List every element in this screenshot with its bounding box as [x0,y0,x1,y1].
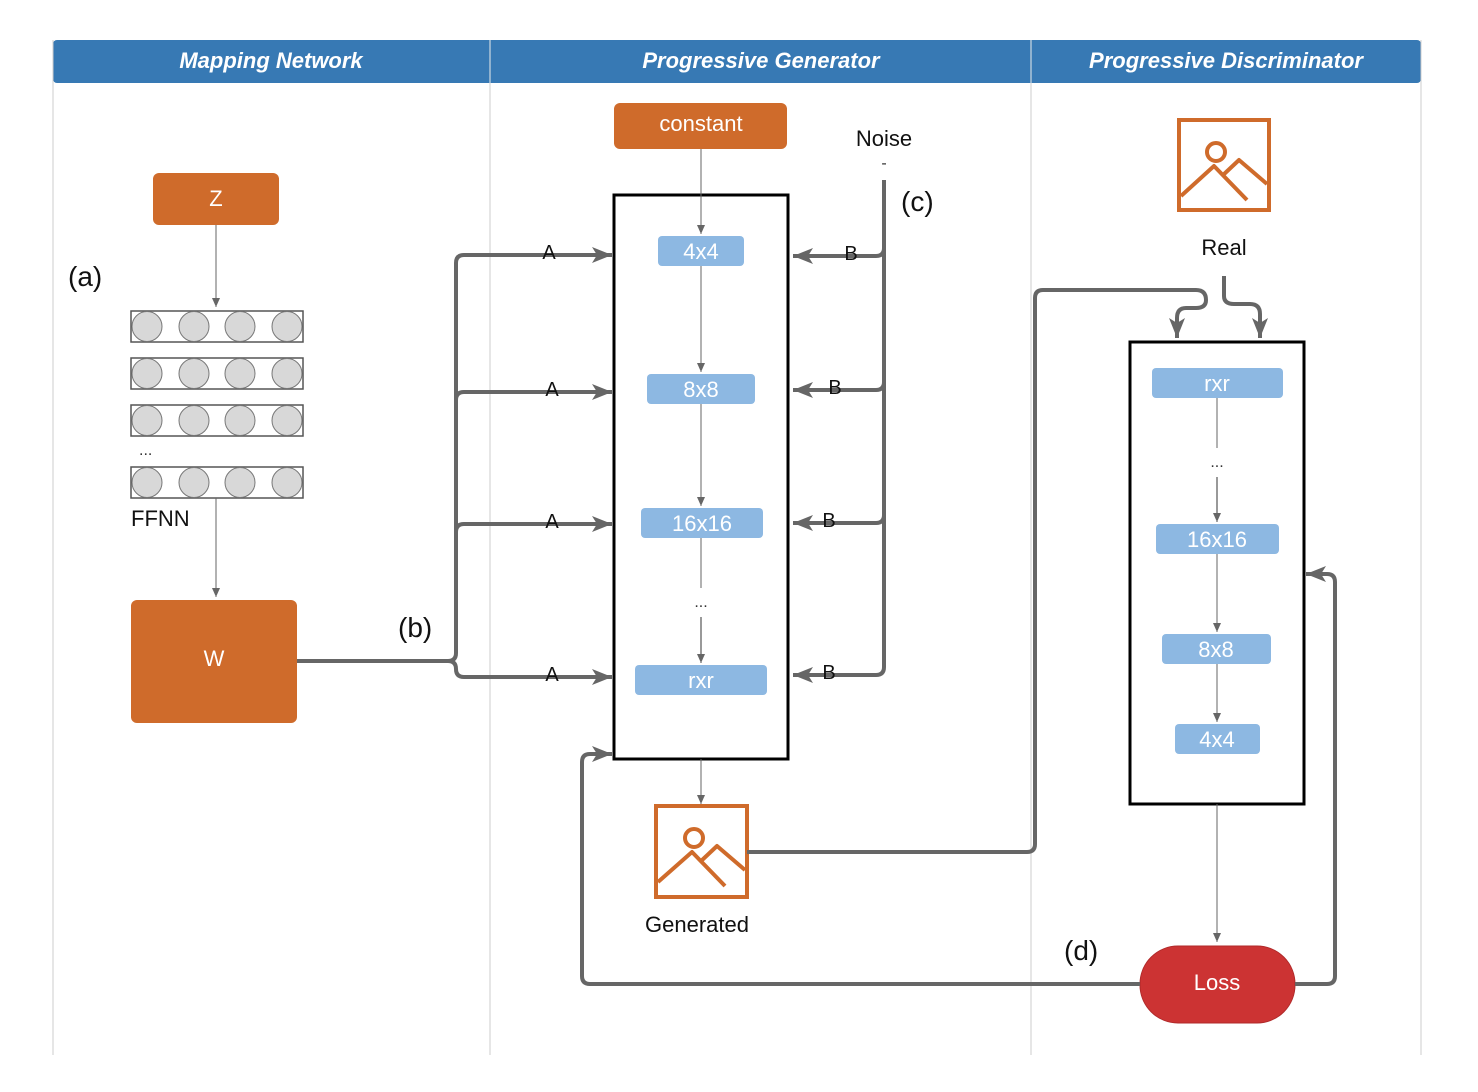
ffnn-ellipsis: ... [139,442,152,459]
ffnn-layer [130,466,304,499]
style-input-label: A [545,664,559,686]
style-connectors [297,247,612,685]
lane-title-mapping: Mapping Network [179,48,364,73]
gen-block-16x16 [641,508,763,538]
ffnn-layer [130,357,304,390]
style-input-label: A [542,242,556,264]
gen-ellipsis: ... [694,594,707,611]
loss-to-generator-arrow [580,746,1140,986]
real-image-icon [1177,118,1271,212]
ffnn-label: FFNN [131,506,190,531]
noise-arrow-4x4 [793,247,886,264]
noise-input-label: B [828,377,841,399]
gen-block-8x8 [647,374,755,404]
disc-block-label: 16x16 [1187,527,1247,552]
gen-block-4x4 [658,236,744,266]
noise-arrow-rxr [793,180,886,683]
disc-block-4x4 [1175,724,1260,754]
gen-block-label: rxr [688,668,714,693]
progressive-discriminator: Real rxr ... 16x16 8x8 4x4 Loss (d) [1064,118,1306,1024]
disc-block-label: 8x8 [1198,637,1233,662]
gen-block-label: 4x4 [683,239,718,264]
noise-arrow-8x8 [793,381,886,398]
disc-block-label: 4x4 [1199,727,1234,752]
noise-input-label: B [844,243,857,265]
style-input-label: A [545,511,559,533]
noise-arrow-16x16 [793,514,886,531]
progressive-generator: constant Noise - (c) 4x4 8x8 16x16 ... r… [612,103,934,937]
disc-block-label: rxr [1204,371,1230,396]
ffnn-layer [130,404,304,437]
disc-block-8x8 [1162,634,1271,664]
disc-block-rxr [1152,368,1283,398]
marker-c: (c) [901,186,934,217]
noise-label: Noise [856,126,912,151]
style-arrow-rxr [447,659,612,685]
generated-image-icon [654,804,749,899]
w-node [131,600,297,723]
loss-to-discriminator-arrow [1295,566,1337,986]
constant-label: constant [659,111,742,136]
cross-flows [580,276,1337,986]
swimlanes: Mapping Network Progressive Generator Pr… [52,40,1422,1055]
z-node [153,173,279,225]
style-arrow-4x4 [297,247,612,663]
marker-a: (a) [68,261,102,292]
loss-label: Loss [1194,970,1240,995]
mapping-network: Z (a) [68,173,432,723]
style-input-label: A [545,379,559,401]
generated-to-discriminator-arrow [747,288,1208,854]
disc-ellipsis: ... [1210,454,1223,471]
marker-b: (b) [398,612,432,643]
constant-node [614,103,787,149]
w-label: W [204,646,225,671]
noise-input-label: B [822,662,835,684]
noise-input-label: B [822,510,835,532]
real-to-discriminator-arrow [1222,276,1268,338]
z-label: Z [209,186,222,211]
lane-header-bar [53,40,1421,83]
style-arrow-16x16 [454,516,612,533]
ffnn-layers: ... [130,310,304,499]
lane-title-generator: Progressive Generator [642,48,881,73]
style-arrow-8x8 [454,384,612,401]
gen-block-label: 16x16 [672,511,732,536]
ffnn-layer [130,310,304,343]
gen-block-label: 8x8 [683,377,718,402]
gen-block-rxr [635,665,767,695]
generated-label: Generated [645,912,749,937]
disc-block-16x16 [1156,524,1279,554]
lane-title-discriminator: Progressive Discriminator [1089,48,1364,73]
real-label: Real [1201,235,1246,260]
noise-tick: - [881,155,886,172]
noise-connectors [793,180,886,683]
marker-d: (d) [1064,935,1098,966]
